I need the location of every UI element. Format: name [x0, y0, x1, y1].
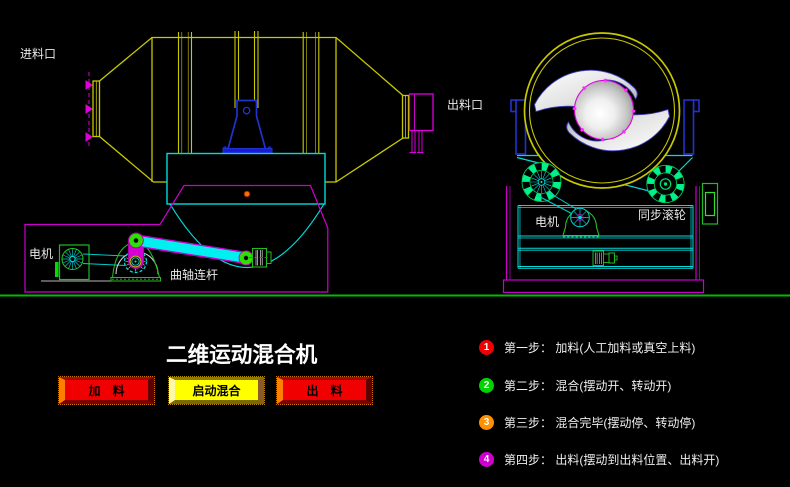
step-text-1: 第一步： 加料(人工加料或真空上料)	[504, 341, 696, 355]
machine-diagram	[0, 31, 790, 297]
swing-bowl-arc	[169, 203, 325, 269]
connecting-rod	[129, 234, 253, 265]
step-badge-1: 1	[479, 340, 494, 355]
mixing-ball	[572, 78, 636, 142]
drum-brackets	[510, 99, 700, 155]
slider-block	[249, 247, 272, 268]
discharge-spout	[408, 93, 434, 153]
step-badge-2: 2	[479, 377, 494, 393]
label-feed-inlet: 进料口	[20, 47, 57, 61]
label-outlet: 出料口	[447, 98, 484, 112]
support-wheel-left	[521, 162, 562, 202]
ground-line	[0, 294, 790, 297]
side-panel	[701, 182, 719, 225]
drum-circle-inner	[528, 37, 676, 184]
support-wheel-right	[646, 164, 685, 204]
page-title: 二维运动混合机	[166, 342, 318, 367]
step-row-3: 3 第三步： 混合完毕(摆动停、转动停)	[479, 415, 695, 430]
center-support-bracket	[222, 99, 273, 154]
feed-button[interactable]: 加 料	[58, 376, 155, 405]
step-text-2: 第二步： 混合(摆动开、转动开)	[504, 378, 672, 393]
step-text-3: 第三步： 混合完毕(摆动停、转动停)	[504, 416, 696, 430]
label-sync-roller: 同步滚轮	[638, 208, 687, 222]
drive-belt	[82, 253, 127, 266]
coupling	[592, 250, 618, 266]
left-housing	[24, 184, 329, 293]
label-motor-left: 电机	[29, 247, 54, 261]
step-badge-3: 3	[479, 415, 494, 430]
discharge-button[interactable]: 出 料	[276, 376, 373, 405]
mixer-side-view	[24, 31, 434, 293]
motor-terminal	[55, 262, 59, 277]
label-motor-right: 电机	[535, 215, 560, 229]
step-text-4: 第四步： 出料(摆动到出料位置、出料开)	[504, 453, 720, 467]
left-motor	[41, 244, 160, 282]
label-crank-rod: 曲轴连杆	[170, 268, 219, 282]
step-row-1: 1 第一步： 加料(人工加料或真空上料)	[479, 340, 695, 355]
mixer-end-view	[502, 32, 719, 294]
right-motor	[562, 207, 600, 238]
drum-bands	[177, 31, 320, 154]
pivot-dot	[243, 190, 251, 198]
step-row-4: 4 第四步： 出料(摆动到出料位置、出料开)	[479, 452, 719, 467]
right-housing	[502, 186, 705, 294]
centerline-feed	[85, 72, 93, 146]
step-badge-4: 4	[479, 452, 494, 467]
step-row-2: 2 第二步： 混合(摆动开、转动开)	[479, 377, 672, 393]
right-frame-box	[517, 205, 694, 269]
start-mix-button[interactable]: 启动混合	[168, 376, 265, 405]
right-belt	[537, 191, 578, 215]
